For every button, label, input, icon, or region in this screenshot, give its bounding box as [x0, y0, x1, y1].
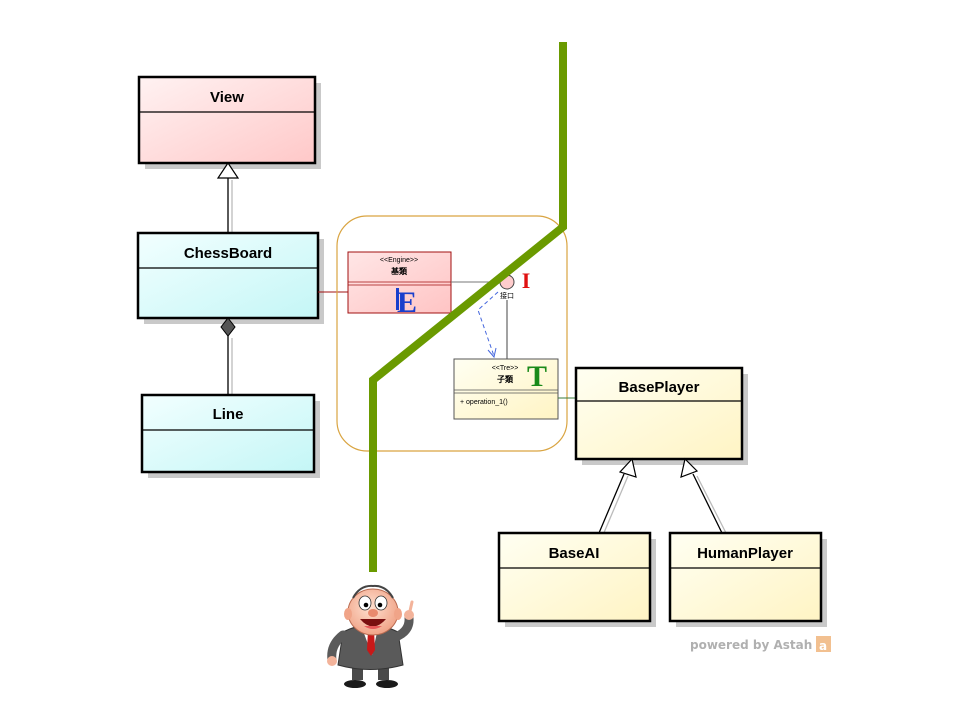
watermark-logo: a — [819, 639, 827, 653]
class-chessboard-name: ChessBoard — [184, 245, 272, 262]
interface-name: 接口 — [500, 291, 514, 300]
dependency-arrow — [477, 291, 499, 359]
interface-badge: I — [522, 268, 531, 293]
class-chessboard[interactable]: ChessBoard — [136, 231, 324, 324]
class-view-name: View — [210, 89, 244, 106]
watermark-text: powered by Astah — [690, 638, 812, 652]
engine-badge-bar — [396, 288, 399, 310]
engine-name: 基類 — [390, 266, 408, 276]
class-view[interactable]: View — [137, 75, 321, 169]
class-template[interactable]: <<Tre>> 子類 + operation_1() T — [453, 358, 559, 420]
engine-badge: E — [397, 286, 417, 319]
class-baseai[interactable]: BaseAI — [497, 531, 656, 627]
template-name: 子類 — [497, 374, 514, 384]
generalization-baseai-baseplayer — [598, 457, 637, 536]
astah-watermark: powered by Astah a — [690, 636, 831, 653]
class-baseai-name: BaseAI — [549, 545, 600, 562]
pattern-frame — [336, 215, 568, 452]
class-line[interactable]: Line — [140, 393, 320, 478]
template-operation: + operation_1() — [460, 399, 508, 406]
class-baseplayer[interactable]: BasePlayer — [574, 366, 748, 465]
green-path — [369, 42, 567, 572]
template-badge: T — [527, 360, 547, 393]
class-humanplayer-name: HumanPlayer — [697, 545, 793, 562]
generalization-humanplayer-baseplayer — [680, 457, 727, 534]
class-humanplayer[interactable]: HumanPlayer — [668, 531, 827, 627]
composition-chessboard-line — [220, 317, 236, 395]
engine-stereotype: <<Engine>> — [380, 257, 418, 264]
class-engine[interactable]: <<Engine>> 基類 E — [347, 251, 452, 319]
class-baseplayer-name: BasePlayer — [619, 379, 700, 396]
class-line-name: Line — [213, 406, 244, 423]
cartoon-man-illustration — [327, 584, 414, 688]
generalization-chessboard-view — [216, 161, 240, 233]
template-stereotype: <<Tre>> — [492, 365, 519, 372]
